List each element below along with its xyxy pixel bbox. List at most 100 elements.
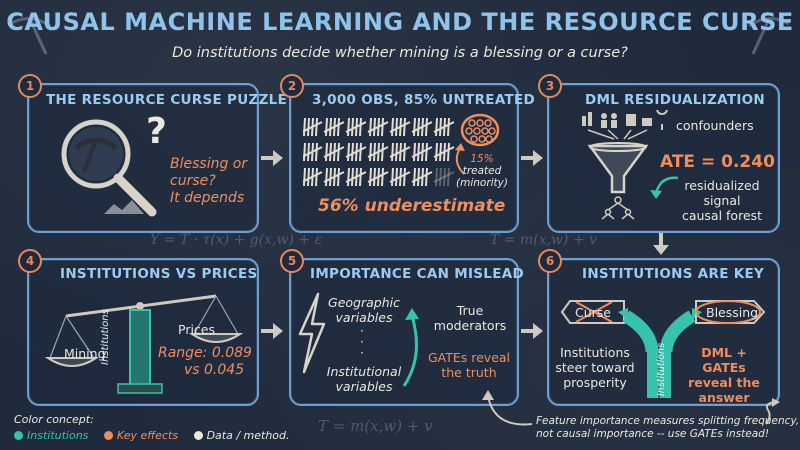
tally-stroke (425, 117, 428, 137)
tally-stroke (373, 167, 376, 187)
answer-line-3: answer (698, 390, 750, 405)
tally-stroke (395, 142, 398, 162)
panel-number-1: 1 (18, 74, 42, 98)
tally-stroke (329, 142, 332, 162)
tally-stroke (395, 167, 398, 187)
tally-stroke (337, 142, 340, 162)
tally-cross-stroke (345, 171, 367, 183)
tally-cross-stroke (433, 171, 455, 183)
tally-stroke (413, 117, 416, 137)
mod-line-1: True (456, 303, 484, 318)
institutional-label: Institutional variables (322, 364, 406, 394)
panel-number-2: 2 (280, 74, 304, 98)
panel-importance-can-mislead (289, 258, 519, 406)
confounders-label: confounders (676, 118, 754, 133)
tally-stroke (413, 142, 416, 162)
tally-stroke (417, 117, 420, 137)
underestimate-result: 56% underestimate (318, 196, 506, 216)
tally-stroke (447, 142, 450, 162)
panel1-text-line-2: curse? (170, 172, 216, 189)
tally-stroke (303, 167, 306, 187)
formula-treatment-bottom: T = m(x,w) + v (318, 417, 433, 435)
tally-stroke (435, 167, 438, 187)
tally-stroke (337, 117, 340, 137)
tally-cross-stroke (411, 146, 433, 158)
tally-stroke (347, 142, 350, 162)
tally-stroke (439, 167, 442, 187)
panel-number-5: 5 (280, 249, 304, 273)
tally-stroke (381, 167, 384, 187)
tally-cross-stroke (433, 146, 455, 158)
panel-title-5: IMPORTANCE CAN MISLEAD (310, 266, 524, 282)
tally-cross-stroke (323, 171, 345, 183)
range-line-1: Range: 0.089 (158, 345, 252, 361)
blessing-label: Blessing (706, 305, 759, 320)
ate-value: ATE = 0.240 (660, 152, 775, 172)
panel-title-1: THE RESOURCE CURSE PUZZLE (46, 92, 288, 108)
page-title: CAUSAL MACHINE LEARNING AND THE RESOURCE… (6, 8, 794, 36)
ellipsis-dots: ··· (360, 324, 364, 360)
gates-line-2: the truth (441, 365, 497, 380)
tally-stroke (325, 167, 328, 187)
tally-stroke (403, 167, 406, 187)
legend-items: Institutions Key effects Data / method. (14, 429, 290, 442)
steer-text: Institutions steer toward prosperity (552, 345, 638, 390)
forest-text: residualized signal causal forest (672, 178, 772, 223)
question-mark: ? (146, 111, 167, 152)
steer-line-3: prosperity (563, 375, 627, 390)
answer-line-1: DML + GATEs (701, 345, 747, 375)
forest-line-1: residualized (684, 178, 760, 193)
formula-outcome: Y = T · τ(x) + g(x,w) + ε (150, 232, 323, 248)
tally-cross-stroke (303, 171, 323, 183)
pickaxe-icon-left (9, 17, 51, 55)
tally-stroke (359, 167, 362, 187)
tally-cross-stroke (367, 121, 389, 133)
tally-cross-stroke (303, 121, 323, 133)
tally-cross-stroke (411, 171, 433, 183)
blessing-sign-icon (695, 300, 766, 324)
legend-label-data-method: Data / method. (206, 429, 290, 442)
tally-stroke (447, 167, 450, 187)
legend-dot-icon (103, 431, 113, 440)
legend-item-data-method: Data / method. (193, 429, 290, 442)
left-pan-label: Mining (64, 346, 106, 361)
legend-item-institutions: Institutions (14, 429, 88, 442)
tally-cross-stroke (367, 146, 389, 158)
page-subtitle: Do institutions decide whether mining is… (172, 45, 628, 61)
tally-stroke (369, 117, 372, 137)
tally-stroke (391, 142, 394, 162)
tally-stroke (395, 117, 398, 137)
tally-stroke (359, 142, 362, 162)
road-label: Institutions (656, 342, 667, 396)
inst-line-2: variables (335, 379, 393, 394)
pickaxe-icon-right (748, 17, 790, 55)
tally-stroke (315, 117, 318, 137)
tally-stroke (435, 142, 438, 162)
arrow-down-icon (653, 233, 669, 255)
panel-title-3: DML RESIDUALIZATION (585, 92, 766, 108)
tally-stroke (329, 117, 332, 137)
curse-sign-icon (560, 300, 625, 324)
geo-line-2: variables (335, 310, 393, 325)
tally-stroke (325, 117, 328, 137)
tally-stroke (351, 167, 354, 187)
tally-stroke (369, 142, 372, 162)
tally-cross-stroke (411, 121, 433, 133)
tally-stroke (307, 117, 310, 137)
squiggle-arrow-icon (765, 398, 780, 425)
tally-stroke (391, 167, 394, 187)
tally-cross-stroke (389, 121, 411, 133)
funnel-icon (587, 142, 649, 220)
arrow-right-icon (521, 323, 543, 339)
legend-title: Color concept: (14, 413, 94, 426)
pillar-label: Institutions (100, 309, 111, 365)
legend-dot-icon (193, 431, 203, 440)
tally-cross-stroke (389, 146, 411, 158)
treated-line-1: 15% (470, 153, 494, 165)
tally-stroke (307, 142, 310, 162)
tally-stroke (417, 167, 420, 187)
legend-label-key-effects: Key effects (116, 429, 179, 442)
tally-stroke (329, 167, 332, 187)
tally-cross-stroke (345, 121, 367, 133)
